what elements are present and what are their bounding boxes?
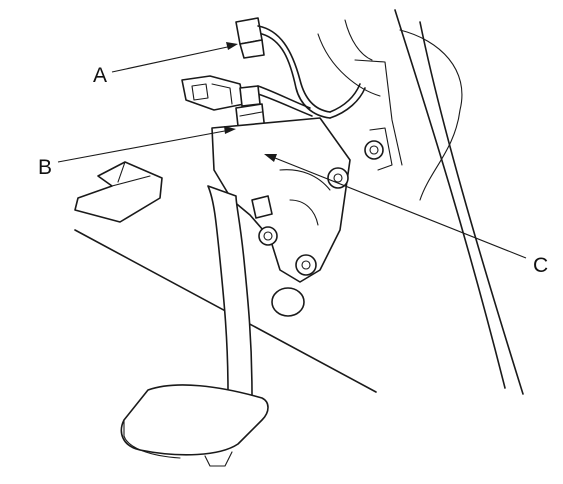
floor-tab xyxy=(74,161,163,223)
leader-b xyxy=(57,129,231,163)
pedal-arm xyxy=(207,185,253,397)
grommet xyxy=(271,287,305,317)
callout-leaders xyxy=(57,42,527,259)
arrowhead-a xyxy=(226,42,238,50)
leader-a xyxy=(111,45,233,73)
wire-harness xyxy=(235,17,366,119)
pedal-bracket xyxy=(211,117,351,283)
callout-label-b: B xyxy=(38,156,52,179)
arrowhead-c xyxy=(264,154,277,162)
callout-label-a: A xyxy=(93,64,107,87)
leader-c xyxy=(269,155,527,259)
switch-connector xyxy=(181,75,261,111)
body-panel xyxy=(74,9,524,395)
pedal-pad xyxy=(120,384,269,467)
callout-label-c: C xyxy=(533,254,548,277)
arrowhead-b xyxy=(224,126,236,134)
body-bolt xyxy=(364,127,393,171)
